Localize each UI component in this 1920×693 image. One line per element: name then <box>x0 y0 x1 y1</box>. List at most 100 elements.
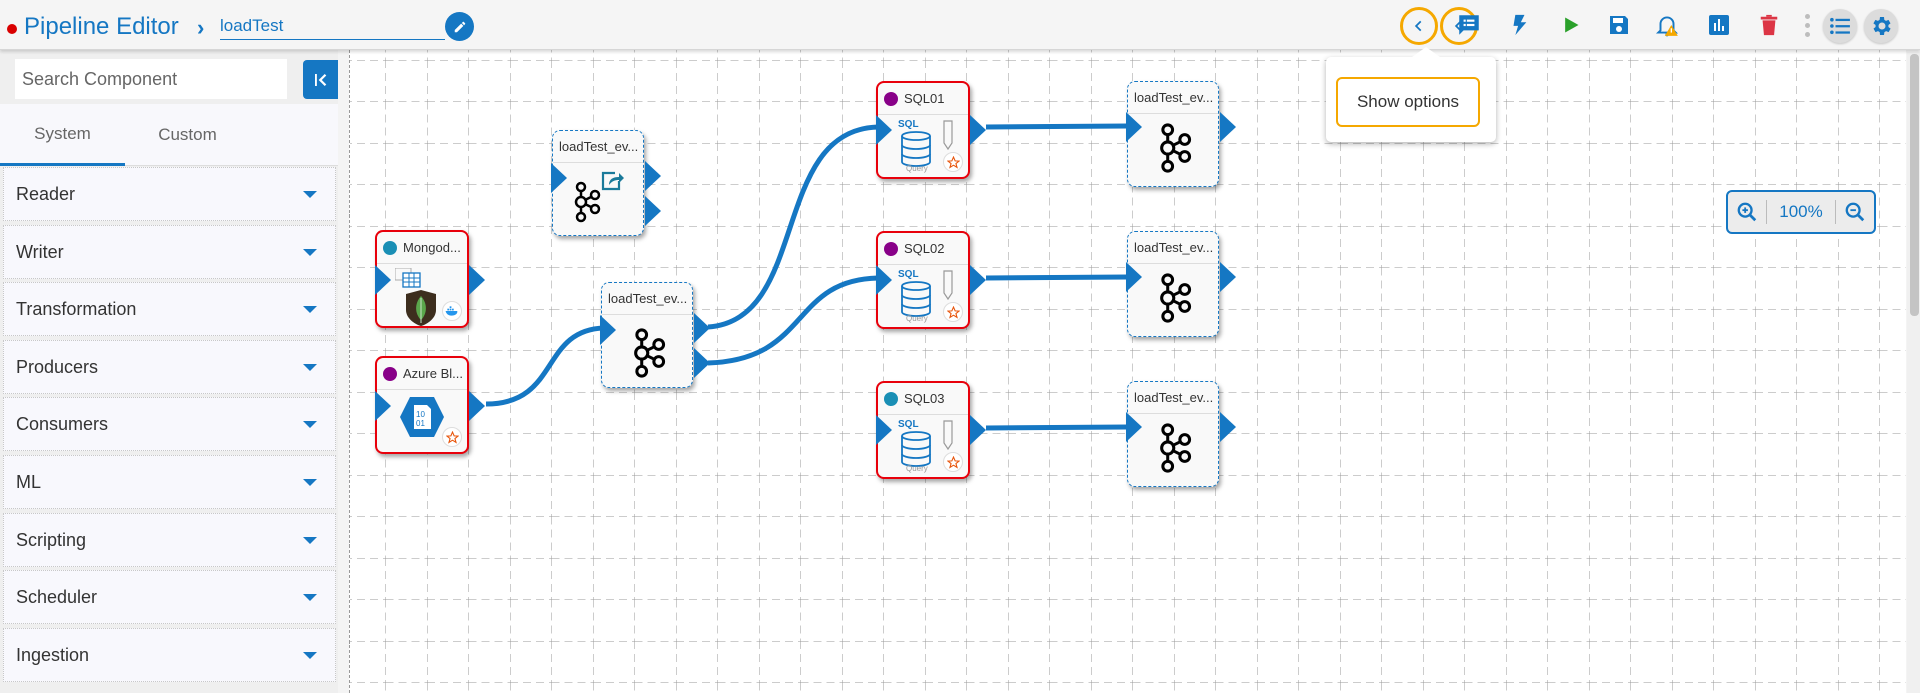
scrollbar-thumb[interactable] <box>1910 54 1919 316</box>
list-view-button[interactable] <box>1823 9 1857 43</box>
activate-button[interactable] <box>1504 10 1534 40</box>
tab-system[interactable]: System <box>0 104 125 166</box>
edit-name-button[interactable] <box>445 12 474 41</box>
tab-custom[interactable]: Custom <box>158 125 217 144</box>
output-port[interactable] <box>694 313 710 343</box>
output-port[interactable] <box>694 348 710 378</box>
category-label: Writer <box>16 241 64 262</box>
pipeline-name-input[interactable] <box>220 12 445 40</box>
database-icon <box>901 281 931 317</box>
input-port[interactable] <box>551 163 567 193</box>
category-reader[interactable]: Reader <box>3 167 336 221</box>
star-badge <box>943 452 963 472</box>
comments-button[interactable] <box>1454 10 1484 40</box>
show-options-popover: Show options <box>1326 47 1496 142</box>
category-scheduler[interactable]: Scheduler <box>3 570 336 625</box>
node-header: loadTest_ev... <box>553 131 643 163</box>
output-port[interactable] <box>1220 262 1236 292</box>
output-port[interactable] <box>970 265 986 295</box>
pencil-outline-icon <box>943 420 953 451</box>
node-header: Azure Bl... <box>377 358 467 390</box>
delete-button[interactable] <box>1754 10 1784 40</box>
header-bar: Pipeline Editor › <box>0 0 1920 50</box>
breadcrumb-chevron-icon: › <box>197 15 205 40</box>
node-event-middle[interactable]: loadTest_ev... <box>600 282 710 388</box>
node-sql01[interactable]: SQL01 SQL Query <box>876 81 986 179</box>
node-title: Mongod... <box>403 240 461 255</box>
canvas-vertical-scrollbar[interactable] <box>1907 52 1920 693</box>
caret-down-icon <box>303 306 317 314</box>
output-port[interactable] <box>1220 112 1236 142</box>
node-title: loadTest_ev... <box>608 291 688 306</box>
input-port[interactable] <box>600 315 616 345</box>
category-label: ML <box>16 471 42 492</box>
output-port[interactable] <box>469 265 485 295</box>
input-port[interactable] <box>375 265 391 295</box>
output-port[interactable] <box>970 415 986 445</box>
node-event-writer[interactable]: loadTest_ev... <box>551 130 661 236</box>
input-port[interactable] <box>1126 112 1142 142</box>
output-port[interactable] <box>645 161 661 191</box>
category-transformation[interactable]: Transformation <box>3 282 336 337</box>
save-button[interactable] <box>1604 10 1634 40</box>
query-label: Query <box>906 464 928 473</box>
pencil-outline-icon <box>943 120 953 151</box>
output-port[interactable] <box>469 391 485 421</box>
node-sql03[interactable]: SQL03 SQL Query <box>876 381 986 479</box>
node-title: loadTest_ev... <box>1134 390 1214 405</box>
input-port[interactable] <box>1126 262 1142 292</box>
run-button[interactable] <box>1556 10 1586 40</box>
caret-down-icon <box>303 191 317 198</box>
zoom-in-button[interactable] <box>1728 192 1766 232</box>
mongodb-leaf-icon <box>406 290 436 326</box>
category-ml[interactable]: ML <box>3 454 336 509</box>
input-port[interactable] <box>876 415 892 445</box>
caret-down-icon <box>303 536 317 544</box>
collapse-sidebar-button[interactable] <box>303 60 338 99</box>
star-badge <box>943 302 963 322</box>
node-header: loadTest_ev... <box>1128 382 1218 414</box>
node-mongodb-reader[interactable]: Mongod... <box>375 230 485 328</box>
category-consumers[interactable]: Consumers <box>3 397 336 452</box>
node-title: Azure Bl... <box>403 366 463 381</box>
more-options-kebab[interactable] <box>1805 14 1811 37</box>
collapse-left-icon <box>314 73 326 86</box>
output-port[interactable] <box>645 196 661 226</box>
input-port[interactable] <box>375 391 391 421</box>
output-port[interactable] <box>970 115 986 145</box>
category-ingestion[interactable]: Ingestion <box>3 627 336 682</box>
node-event-out-1[interactable]: loadTest_ev... <box>1126 81 1236 187</box>
node-sql02[interactable]: SQL02 SQL Query <box>876 231 986 329</box>
input-port[interactable] <box>876 115 892 145</box>
output-port[interactable] <box>1220 412 1236 442</box>
category-producers[interactable]: Producers <box>3 339 336 394</box>
input-port[interactable] <box>876 265 892 295</box>
docker-badge <box>442 301 462 321</box>
node-header: loadTest_ev... <box>602 283 692 315</box>
back-button[interactable] <box>1400 7 1438 45</box>
settings-button[interactable] <box>1864 9 1898 43</box>
svg-text:10: 10 <box>416 410 425 419</box>
export-icon <box>601 171 624 191</box>
monitor-button[interactable] <box>1704 10 1734 40</box>
category-label: Scheduler <box>16 587 98 608</box>
chevron-left-icon <box>1454 20 1462 32</box>
node-header: SQL03 <box>878 383 968 415</box>
star-icon <box>946 155 960 169</box>
search-component-input[interactable] <box>15 59 287 99</box>
node-header: loadTest_ev... <box>1128 82 1218 114</box>
input-port[interactable] <box>1126 412 1142 442</box>
zoom-out-button[interactable] <box>1836 192 1874 232</box>
node-event-out-3[interactable]: loadTest_ev... <box>1126 381 1236 487</box>
show-options-button[interactable]: Show options <box>1336 77 1480 127</box>
category-writer[interactable]: Writer <box>3 224 336 279</box>
node-event-out-2[interactable]: loadTest_ev... <box>1126 231 1236 337</box>
kafka-icon <box>634 328 666 378</box>
alerts-button[interactable] <box>1652 10 1682 40</box>
floppy-disk-icon <box>1610 16 1628 34</box>
category-scripting[interactable]: Scripting <box>3 512 336 567</box>
category-label: Scripting <box>16 529 87 550</box>
node-header: SQL01 <box>878 83 968 115</box>
node-title: SQL01 <box>904 91 945 106</box>
